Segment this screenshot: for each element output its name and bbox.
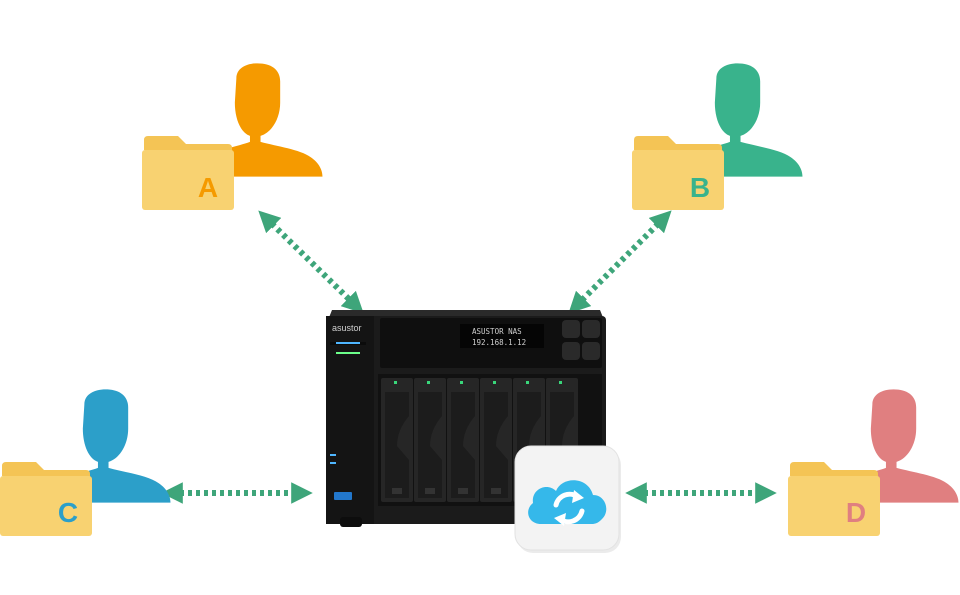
cloud-sync-icon <box>528 480 607 526</box>
led-1 <box>330 454 336 456</box>
lcd-line-2: 192.168.1.12 <box>472 338 526 347</box>
folder-a-icon: A <box>142 136 234 210</box>
status-light-green <box>336 352 360 354</box>
user-c: C <box>0 389 171 536</box>
folder-c-label: C <box>58 497 78 528</box>
user-a: A <box>142 63 323 210</box>
drive-bay <box>414 378 446 502</box>
lcd-button-down <box>582 320 600 338</box>
user-b: B <box>632 63 803 210</box>
led-2 <box>330 462 336 464</box>
connection-arrows <box>161 210 777 504</box>
lcd-button-back <box>562 342 580 360</box>
folder-d-label: D <box>846 497 866 528</box>
lcd-display <box>460 324 544 348</box>
folder-b-icon: B <box>632 136 724 210</box>
arrow-nas-user-a <box>258 210 364 314</box>
lcd-button-enter <box>582 342 600 360</box>
drive-bay <box>447 378 479 502</box>
cloud-sync-app <box>514 445 621 553</box>
power-button <box>340 517 362 527</box>
folder-b-label: B <box>690 172 710 203</box>
lcd-button-up <box>562 320 580 338</box>
arrow-nas-user-b <box>568 210 672 314</box>
nas-brand: asustor <box>332 323 362 333</box>
folder-d-icon: D <box>788 462 880 536</box>
user-d: D <box>788 389 959 536</box>
folder-c-icon: C <box>0 462 92 536</box>
usb-port <box>334 492 352 500</box>
status-light <box>336 342 360 344</box>
lcd-line-1: ASUSTOR NAS <box>472 327 522 336</box>
drive-bay <box>381 378 413 502</box>
folder-a-label: A <box>198 172 218 203</box>
drive-bay <box>480 378 512 502</box>
